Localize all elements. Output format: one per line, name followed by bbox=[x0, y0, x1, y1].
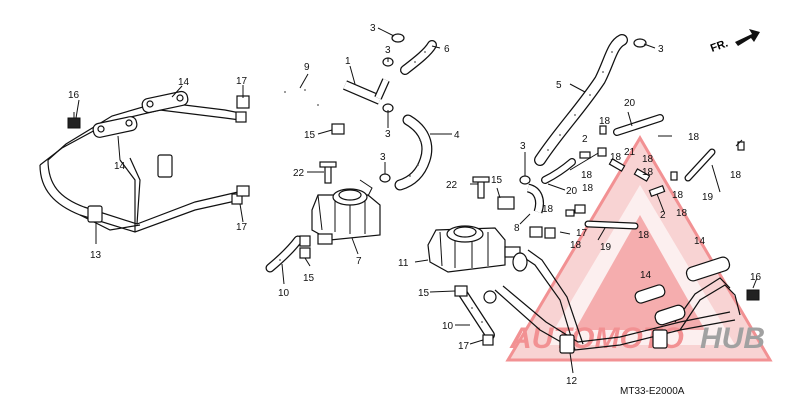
leader-lines bbox=[75, 27, 758, 374]
callout-14-lower-left: 14 bbox=[114, 161, 126, 172]
callout-1: 1 bbox=[345, 56, 351, 67]
callout-2-upper: 2 bbox=[582, 134, 588, 145]
right-bracket-upper bbox=[685, 256, 731, 282]
callout-18-a: 18 bbox=[542, 204, 554, 215]
callout-14-right-upper: 14 bbox=[694, 236, 706, 247]
callout-7: 7 bbox=[356, 256, 362, 267]
callout-labels: 16 14 14 13 17 17 9 15 1 3 3 3 6 4 3 22 … bbox=[68, 23, 762, 387]
callout-16-left: 16 bbox=[68, 90, 80, 101]
callout-18-g: 18 bbox=[642, 167, 654, 178]
callout-3-hose5: 3 bbox=[520, 141, 526, 152]
callout-18-f: 18 bbox=[642, 154, 654, 165]
callout-10-right: 10 bbox=[442, 321, 454, 332]
right-bolt bbox=[746, 289, 760, 301]
callout-3-second: 3 bbox=[385, 45, 391, 56]
callout-3-right: 3 bbox=[658, 44, 664, 55]
callout-12: 12 bbox=[566, 376, 578, 387]
right-frame-pipe bbox=[483, 249, 741, 354]
front-direction-indicator: FR. bbox=[709, 29, 760, 55]
callout-16-right: 16 bbox=[750, 272, 762, 283]
callout-5: 5 bbox=[556, 80, 562, 91]
bracket-15-upper bbox=[331, 123, 345, 135]
callout-17-right: 17 bbox=[576, 228, 588, 239]
left-frame-pipe bbox=[39, 101, 247, 233]
callout-20-upper: 20 bbox=[624, 98, 636, 109]
direction-label: FR. bbox=[709, 37, 730, 54]
direction-arrow-icon bbox=[735, 29, 760, 46]
callout-19-right: 19 bbox=[702, 192, 714, 203]
vacuum-fittings bbox=[565, 125, 745, 217]
callout-18-l: 18 bbox=[570, 240, 582, 251]
callout-15-upper-left: 15 bbox=[304, 130, 316, 141]
callout-22-right: 22 bbox=[446, 180, 458, 191]
callout-15-right: 15 bbox=[491, 175, 503, 186]
callout-21: 21 bbox=[624, 147, 636, 158]
small-fittings bbox=[236, 95, 556, 346]
callout-18-m: 18 bbox=[638, 230, 650, 241]
callout-20-lower: 20 bbox=[566, 186, 578, 197]
callout-15-lower-left: 15 bbox=[303, 273, 315, 284]
callout-14-right-lower: 14 bbox=[640, 270, 652, 281]
diagram-code: MT33-E2000A bbox=[620, 386, 685, 397]
callout-4: 4 bbox=[454, 130, 460, 141]
callout-18-c: 18 bbox=[581, 170, 593, 181]
callout-17-upper-left: 17 bbox=[236, 76, 248, 87]
callout-14-upper-left: 14 bbox=[178, 77, 190, 88]
callout-18-d: 18 bbox=[582, 183, 594, 194]
left-bracket-lower bbox=[92, 116, 138, 138]
callout-22-left: 22 bbox=[293, 168, 305, 179]
callout-11: 11 bbox=[398, 258, 409, 269]
hose-texture bbox=[279, 51, 613, 323]
watermark-logo: AUTOMOTO HUB bbox=[505, 135, 773, 362]
callout-18-e: 18 bbox=[610, 152, 622, 163]
left-bracket-upper bbox=[141, 90, 189, 114]
callout-17-bottom: 17 bbox=[458, 341, 470, 352]
callout-6: 6 bbox=[444, 44, 450, 55]
callout-18-k: 18 bbox=[676, 208, 688, 219]
callout-19-lower: 19 bbox=[600, 242, 612, 253]
clamps bbox=[379, 33, 647, 185]
callout-10-left: 10 bbox=[278, 288, 290, 299]
air-injection-valve-lower bbox=[427, 225, 521, 273]
air-injection-valve-upper bbox=[311, 179, 381, 245]
callout-3-lower: 3 bbox=[380, 152, 386, 163]
callout-17-lower-left: 17 bbox=[236, 222, 248, 233]
watermark-brand-right: HUB bbox=[700, 322, 765, 355]
right-bracket-lower bbox=[634, 284, 686, 326]
callout-15-lower-middle: 15 bbox=[418, 288, 430, 299]
callout-18-h: 18 bbox=[688, 132, 700, 143]
callout-18-j: 18 bbox=[672, 190, 684, 201]
left-bolt bbox=[67, 112, 81, 129]
callout-13: 13 bbox=[90, 250, 102, 261]
callout-18-b: 18 bbox=[599, 116, 611, 127]
callout-3-middle: 3 bbox=[385, 129, 391, 140]
callout-8: 8 bbox=[514, 223, 520, 234]
callout-18-i: 18 bbox=[730, 170, 742, 181]
elbow-fitting bbox=[526, 183, 545, 214]
callout-9: 9 bbox=[304, 62, 310, 73]
callout-2-lower: 2 bbox=[660, 210, 666, 221]
callout-3-top: 3 bbox=[370, 23, 376, 34]
